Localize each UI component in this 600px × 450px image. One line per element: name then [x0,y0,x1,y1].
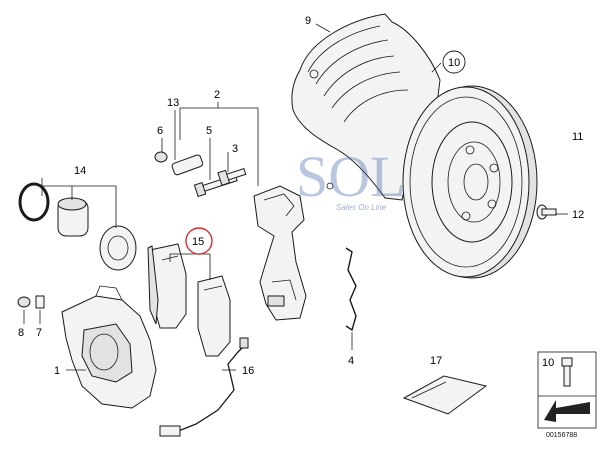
label-13: 13 [167,97,179,109]
bolt-cap [154,151,168,163]
label-7: 7 [36,327,42,339]
label-14: 14 [74,165,86,177]
label-17: 17 [430,355,442,367]
disc-screw [536,204,557,220]
watermark-logo: SOL [296,144,406,209]
label-8: 8 [18,327,24,339]
label-9: 9 [305,15,311,27]
caliper-carrier [253,185,307,321]
label-15-highlight-circle [185,227,213,255]
label-4: 4 [348,355,354,367]
guide-bolts [154,151,247,198]
part-labels: 9 10 2 13 6 5 3 11 12 14 15 8 7 1 4 16 1… [18,15,584,439]
label-12: 12 [572,209,584,221]
brake-disc [402,85,538,279]
clip-spring [345,247,357,332]
label-16: 16 [242,365,254,377]
catalog-number: 00156788 [546,432,577,439]
label-2: 2 [214,89,220,101]
wear-sensor [159,337,249,437]
label-15: 15 [192,236,204,248]
label-5: 5 [206,125,212,137]
bleeder-parts [17,295,45,309]
label-10: 10 [448,57,460,69]
watermark: SOL Sales On Line [296,144,406,212]
guide-pin [171,154,204,176]
label-10-circle [442,50,466,74]
label-11: 11 [572,131,583,143]
caliper-housing [61,285,157,409]
inset-label-10: 10 [542,357,554,369]
label-1: 1 [54,365,60,377]
watermark-tagline: Sales On Line [336,203,387,212]
label-3: 3 [232,143,238,155]
label-6: 6 [157,125,163,137]
grease-packet [402,375,488,415]
short-bolt [217,168,247,186]
leader-lines [23,23,568,371]
brake-pads [147,243,231,357]
inset-box [537,351,597,429]
arrow-icon [544,400,590,422]
repair-kit [18,182,137,271]
